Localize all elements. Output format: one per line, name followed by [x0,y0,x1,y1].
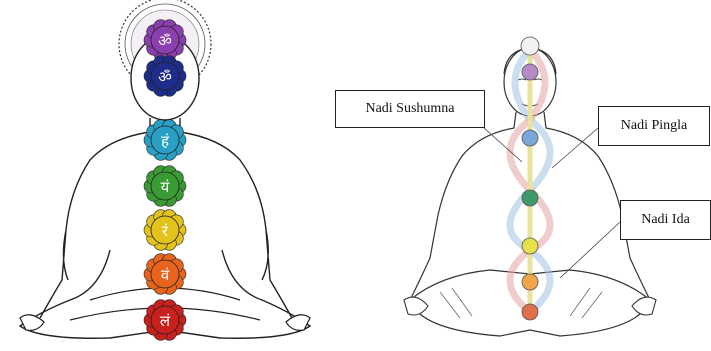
chakra-sacral-glyph: वं [161,266,170,284]
nadi-chakra-sphere [521,37,539,55]
chakra-third-eye-glyph: ॐ [158,68,172,86]
label-nadi-pingla-text: Nadi Pingla [621,118,688,134]
label-nadi-sushumna-text: Nadi Sushumna [365,101,454,117]
nadi-chakra-sphere [522,190,538,206]
nadi-chakra-sphere [522,304,538,320]
nadi-chakra-sphere [522,130,538,146]
chakra-crown: ॐ [144,20,186,61]
nadi-chakra-sphere [522,274,538,290]
chakra-root: लं [144,300,186,341]
nadi-chakra-sphere [522,64,538,80]
chakra-heart-glyph: यं [161,178,170,196]
nadi-figure-drawing [330,0,711,351]
chakra-crown-glyph: ॐ [158,32,172,50]
chakra-third-eye: ॐ [144,56,186,97]
label-nadi-ida-text: Nadi Ida [641,212,690,228]
nadi-figure-panel [330,0,711,351]
chakra-solar-plexus-glyph: रं [162,222,169,240]
label-nadi-sushumna: Nadi Sushumna [335,90,485,128]
chakra-solar-plexus: रं [144,210,186,251]
chakra-sacral: वं [144,254,186,295]
chakra-stack: ॐॐ हं यं रं वं लं [144,20,186,341]
chakra-throat-glyph: हं [161,132,170,150]
label-nadi-pingla: Nadi Pingla [598,106,710,146]
chakra-root-glyph: लं [160,312,171,330]
chakra-throat: हं [144,120,186,161]
label-nadi-ida: Nadi Ida [620,200,711,240]
chakra-figure-drawing: ॐॐ हं यं रं वं लं [0,0,360,351]
chakra-heart: यं [144,166,186,207]
nadi-chakra-sphere [522,238,538,254]
